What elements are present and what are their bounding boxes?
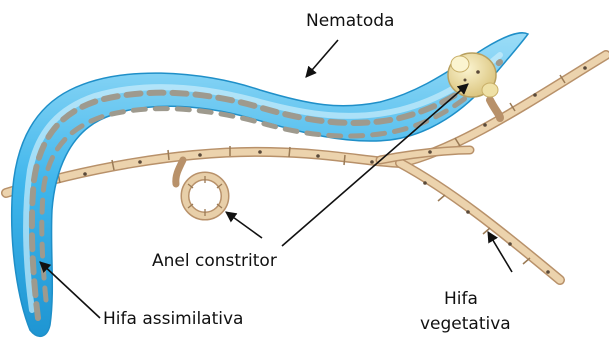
constricting-ring: [176, 160, 225, 216]
label-hifa-vegetativa-line1: Hifa: [444, 289, 478, 309]
label-nematoda: Nematoda: [306, 11, 394, 31]
label-hifa-assimilativa: Hifa assimilativa: [103, 309, 243, 329]
arrow-nematoda: [306, 40, 338, 77]
label-anel-constritor: Anel constritor: [152, 251, 277, 271]
label-hifa-vegetativa-line2: vegetativa: [420, 314, 511, 334]
hypha-stalk-to-trap: [490, 100, 500, 118]
arrow-anel-to-ring: [226, 212, 262, 238]
